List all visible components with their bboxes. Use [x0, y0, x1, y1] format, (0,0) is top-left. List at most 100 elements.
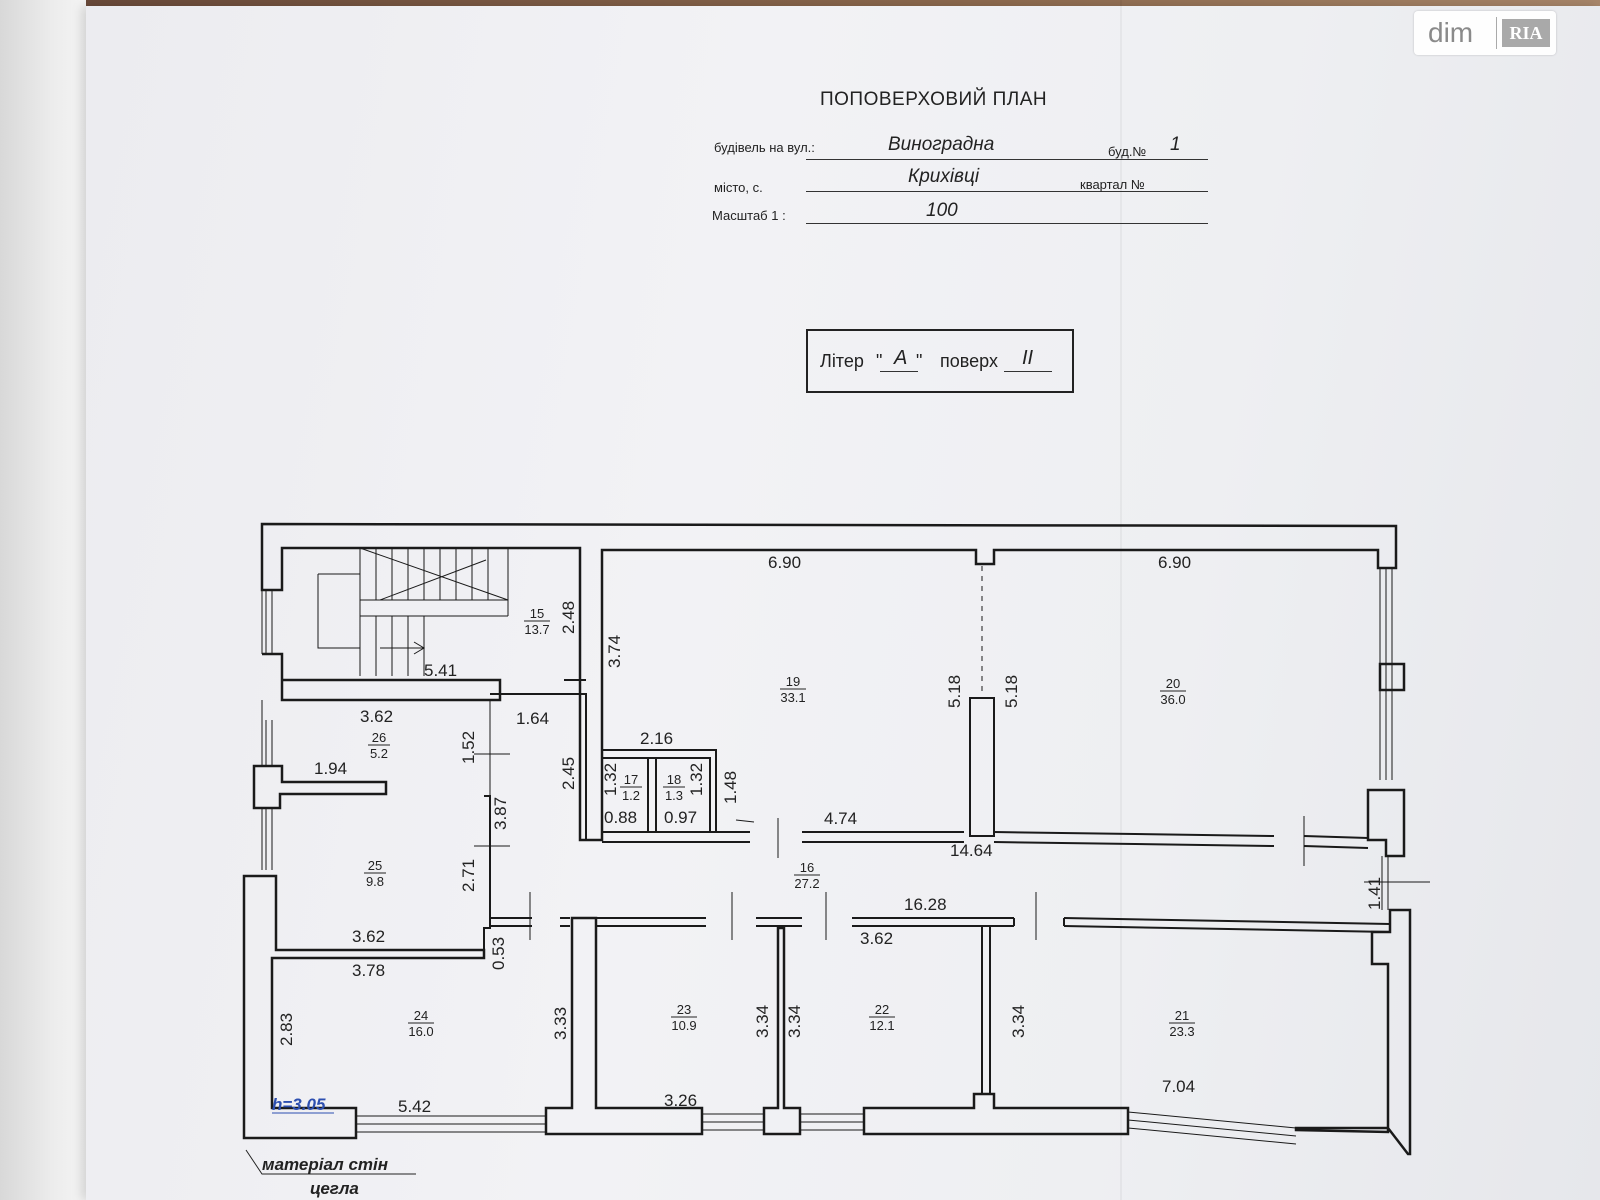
wall-material-label: матеріал стін: [262, 1155, 388, 1174]
dimension-label: 3.33: [551, 1007, 570, 1040]
plan-title: ПОПОВЕРХОВИЙ ПЛАН: [820, 89, 1048, 110]
dimension-label: 6.90: [768, 553, 801, 572]
dimension-label: 3.62: [352, 927, 385, 946]
building-label: буд.№: [1108, 144, 1147, 159]
floor-value: II: [1022, 347, 1034, 369]
dimension-labels: 6.90 6.90 3.74 5.18 5.18 2.48 5.41 3.62 …: [277, 553, 1384, 1116]
room-number: 21: [1175, 1008, 1189, 1023]
city-value: Крихівці: [908, 166, 980, 187]
dimension-label: 0.88: [604, 808, 637, 827]
interior-walls: [483, 679, 1391, 1094]
scale-label: Масштаб 1 :: [712, 208, 786, 223]
room-area: 33.1: [780, 690, 805, 705]
city-label: місто, с.: [714, 180, 763, 195]
room-area: 10.9: [671, 1018, 696, 1033]
dimension-label: 16.28: [904, 895, 947, 914]
room-area: 12.1: [869, 1018, 894, 1033]
room-label: 265.2: [368, 730, 390, 761]
room-number: 25: [368, 858, 382, 873]
dimension-label: 5.41: [424, 661, 457, 680]
room-area: 1.2: [622, 788, 640, 803]
dimension-label: 3.78: [352, 961, 385, 980]
left-page-edge: [0, 0, 86, 1200]
dimension-label: 1.52: [459, 731, 478, 764]
street-value: Виноградна: [888, 134, 995, 155]
room-label: 171.2: [620, 772, 642, 803]
dimension-label: 1.94: [314, 759, 347, 778]
dimension-label: 4.74: [824, 809, 857, 828]
dimension-label: 2.83: [277, 1013, 296, 1046]
building-value: 1: [1170, 134, 1181, 155]
floor-label: поверх: [940, 351, 998, 371]
dimension-ticks: [474, 700, 1430, 940]
room-number: 22: [875, 1002, 889, 1017]
dimension-label: 2.48: [559, 601, 578, 634]
room-number: 16: [800, 860, 814, 875]
room-number: 20: [1166, 676, 1180, 691]
room-number: 15: [530, 606, 544, 621]
dimension-label: 1.64: [516, 709, 549, 728]
dimension-label: 3.26: [664, 1091, 697, 1110]
litera-quote-close: ": [916, 351, 923, 371]
room-number: 19: [786, 674, 800, 689]
room-number: 17: [624, 772, 638, 787]
dimension-label: 14.64: [950, 841, 993, 860]
street-label: будівель на вул.:: [714, 140, 815, 155]
watermark-ria-logo: RIA: [1502, 19, 1550, 47]
dimension-label: 0.97: [664, 808, 697, 827]
room-area: 13.7: [524, 622, 549, 637]
dimension-label: 3.87: [491, 797, 510, 830]
dimension-label: 0.53: [489, 937, 508, 970]
room-number: 26: [372, 730, 386, 745]
room-area: 5.2: [370, 746, 388, 761]
watermark-separator: [1496, 17, 1497, 49]
ceiling-height-note: h=3.05: [272, 1095, 326, 1114]
dimension-label: 3.34: [1009, 1005, 1028, 1038]
city-underline: [806, 191, 1208, 192]
room-number: 18: [667, 772, 681, 787]
litera-underline: [880, 371, 918, 372]
street-underline: [806, 159, 1208, 160]
dimension-label: 5.18: [1002, 675, 1021, 708]
scale-value: 100: [926, 200, 958, 221]
litera-value: А: [894, 347, 908, 369]
block-label: квартал №: [1080, 177, 1145, 192]
dimension-label: 1.41: [1365, 877, 1384, 910]
room-number: 23: [677, 1002, 691, 1017]
dimension-label: 6.90: [1158, 553, 1191, 572]
dimension-label: 2.16: [640, 729, 673, 748]
room-label: 259.8: [364, 858, 386, 889]
dimension-label: 1.32: [601, 763, 620, 796]
room-number: 24: [414, 1008, 428, 1023]
dimension-label: 3.62: [360, 707, 393, 726]
dim-ria-watermark: dim RIA: [1414, 11, 1556, 55]
dimension-label: 2.71: [459, 859, 478, 892]
dimension-label: 3.34: [785, 1005, 804, 1038]
litera-label: Літер: [820, 351, 864, 371]
floor-underline: [1004, 371, 1052, 372]
dimension-label: 3.34: [753, 1005, 772, 1038]
dimension-label: 1.48: [721, 771, 740, 804]
room-area: 16.0: [408, 1024, 433, 1039]
scale-underline: [806, 223, 1208, 224]
dimension-label: 5.18: [945, 675, 964, 708]
litera-floor-box: Літер " А " поверх II: [806, 329, 1074, 393]
dimension-label: 3.62: [860, 929, 893, 948]
wall-material-value: цегла: [310, 1179, 359, 1198]
dimension-label: 3.74: [605, 635, 624, 668]
room-area: 23.3: [1169, 1024, 1194, 1039]
room-area: 1.3: [665, 788, 683, 803]
staircase: [317, 547, 509, 676]
room-area: 9.8: [366, 874, 384, 889]
room-area: 36.0: [1160, 692, 1185, 707]
